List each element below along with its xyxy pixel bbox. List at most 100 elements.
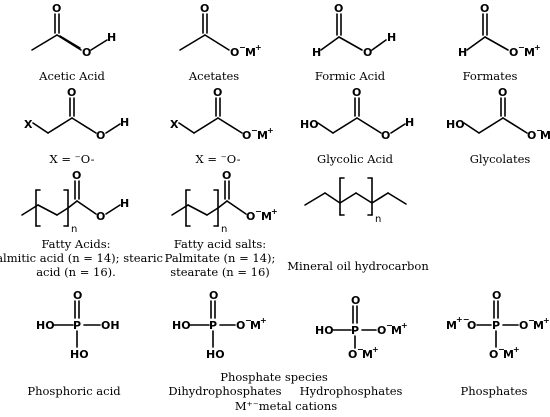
svg-text:O: O [351,294,360,307]
svg-text:−: − [255,207,262,216]
formates-structure: H O O − M + [458,2,541,59]
svg-text:O: O [381,129,390,142]
svg-text:M: M [245,46,256,59]
acetic-acid-label: Acetic Acid [39,69,105,83]
svg-text:O: O [492,289,501,302]
fatty-acid-salts-line-2: Palmitate (n = 14); [164,251,276,265]
formic-acid-label: Formic Acid [314,69,386,83]
svg-text:O: O [352,86,361,99]
fatty-acid-salts-label: Fatty acid salts: Palmitate (n = 14); st… [165,237,276,279]
svg-text:H: H [312,46,321,59]
svg-text:H: H [120,116,129,129]
svg-text:O: O [480,2,489,15]
svg-text:O: O [242,129,251,142]
svg-text:M: M [533,319,544,332]
dihydrophosphates-label: Dihydrophosphates [168,384,282,398]
svg-text:O: O [96,210,105,223]
acetates-structure: O O − M + [179,2,262,59]
glycolic-acid-label: Glycolic Acid [317,152,393,166]
svg-text:O: O [230,46,239,59]
svg-text:O: O [82,46,91,59]
svg-text:O: O [498,86,507,99]
phosphates-label: Phosphates [460,384,528,398]
svg-text:HO: HO [300,118,319,131]
svg-text:n: n [221,224,227,235]
svg-text:+−: +− [456,315,469,324]
svg-text:HO: HO [315,324,334,337]
x-salt-structure: X O O − M + [170,86,274,142]
svg-text:−: − [498,345,505,354]
svg-text:H: H [107,31,116,44]
svg-text:O: O [67,86,76,99]
glycolates-label: Glycolates [469,152,531,166]
fatty-acid-salts-line-3: stearate (n = 16) [170,265,270,279]
svg-text:H: H [458,46,467,59]
svg-text:M: M [261,210,272,223]
hydrophosphates-label: Hydrophosphates [299,384,403,398]
fatty-acids-label: Fatty Acids: Palmitic acid (n = 14); ste… [0,237,163,279]
mineral-oil-structure: n [304,177,407,225]
svg-text:M: M [250,319,261,332]
svg-text:M: M [446,319,457,332]
svg-text:O: O [527,129,536,142]
svg-text:−: − [386,321,393,330]
svg-text:+: + [255,43,262,52]
svg-text:HO: HO [36,319,55,332]
dihydrophosphate-structure: HO P O − M + O HO [172,289,267,361]
metal-cations-label: M⁺⁻metal cations [234,399,338,413]
svg-text:M: M [257,129,268,142]
svg-text:−: − [528,316,535,325]
phosphoric-acid-structure: HO P OH O HO [36,289,120,361]
svg-text:+: + [401,321,408,330]
phosphate-structure: M +− O P O − M + O O − M + [446,289,550,361]
svg-text:X: X [170,118,179,131]
svg-text:HO: HO [172,319,191,332]
svg-text:n: n [375,214,381,225]
svg-text:+: + [543,316,550,325]
svg-text:O: O [96,129,105,142]
svg-text:M: M [503,348,514,361]
svg-text:O: O [334,2,343,15]
svg-text:HO: HO [206,348,225,361]
svg-text:n: n [71,224,77,235]
svg-text:O: O [377,324,386,337]
svg-text:+: + [534,43,541,52]
svg-text:O: O [200,2,209,15]
svg-text:P: P [73,319,81,332]
x-salt-label: X = ⁻O- [195,152,241,166]
svg-text:M: M [362,348,373,361]
svg-text:−: − [239,43,246,52]
svg-text:HO: HO [70,348,89,361]
svg-text:−: − [245,316,252,325]
fatty-acid-structure: n O O H [21,169,129,235]
glycolic-acid-structure: HO O O H [300,86,414,142]
svg-text:O: O [246,210,255,223]
svg-text:+: + [267,126,274,135]
svg-text:+: + [260,316,267,325]
phosphoric-acid-label: Phosphoric acid [27,384,121,398]
svg-text:−: − [251,126,258,135]
svg-text:−: − [518,43,525,52]
svg-text:O: O [363,46,372,59]
svg-text:OH: OH [101,319,120,332]
svg-text:H: H [120,197,129,210]
svg-text:−: − [357,345,364,354]
svg-text:O: O [236,319,245,332]
svg-text:O: O [519,319,528,332]
x-acid-label: X = ⁻O- [49,152,95,166]
svg-text:O: O [509,46,518,59]
acetic-acid-structure: O O H [31,2,116,59]
svg-text:O: O [348,348,357,361]
fatty-acid-salts-line-1: Fatty acid salts: [173,237,267,251]
hydrophosphate-structure: HO P O − M + O O − M + [315,294,408,361]
svg-text:P: P [492,319,500,332]
svg-text:H: H [405,116,414,129]
svg-text:O: O [213,86,222,99]
glycolates-structure: HO O O − M [446,86,550,142]
svg-text:−: − [536,126,543,135]
svg-text:HO: HO [446,118,465,131]
svg-text:O: O [222,169,231,182]
svg-text:H: H [387,31,396,44]
